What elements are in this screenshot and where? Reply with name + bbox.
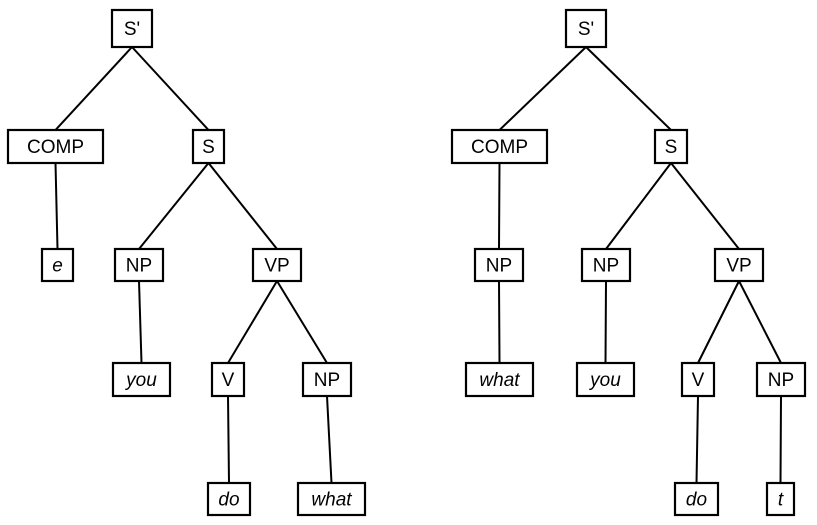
- node-label: VP: [726, 256, 751, 277]
- node-box: [765, 481, 796, 517]
- tree-edge: [227, 395, 230, 484]
- tree-node[interactable]: NP: [755, 361, 807, 398]
- node-box: [564, 8, 608, 49]
- node-label: you: [124, 370, 157, 391]
- node-label: NP: [314, 370, 340, 391]
- node-box: [673, 481, 720, 517]
- node-label: what: [479, 370, 520, 391]
- tree-node[interactable]: S: [653, 128, 689, 165]
- node-label: S: [202, 137, 215, 158]
- node-box: [296, 481, 367, 517]
- tree-edge: [498, 280, 501, 364]
- node-label: VP: [264, 256, 289, 277]
- tree-node[interactable]: COMP: [450, 128, 549, 165]
- tree-node[interactable]: NP: [473, 247, 525, 283]
- tree-node[interactable]: t: [765, 481, 796, 517]
- node-label: you: [588, 370, 621, 391]
- tree-node[interactable]: S: [191, 128, 226, 165]
- node-label: S': [578, 19, 594, 40]
- edge-group: [54, 46, 333, 484]
- tree-edge: [276, 280, 328, 364]
- node-label: NP: [126, 256, 152, 277]
- tree-node[interactable]: S': [110, 8, 154, 49]
- tree-edge: [695, 395, 699, 484]
- node-box: [464, 361, 535, 398]
- tree-node[interactable]: you: [575, 361, 636, 398]
- tree-edge: [585, 46, 672, 131]
- tree-edge: [326, 395, 333, 484]
- node-box: [301, 361, 353, 398]
- tree-edge: [227, 280, 278, 364]
- node-box: [40, 247, 75, 283]
- tree-edge: [697, 280, 740, 364]
- tree-edge: [207, 162, 278, 250]
- tree-node[interactable]: VP: [251, 247, 303, 283]
- tree-edge: [738, 280, 782, 364]
- node-label: NP: [768, 370, 794, 391]
- node-box: [680, 361, 716, 398]
- node-label: NP: [593, 256, 619, 277]
- tree-edge: [498, 162, 501, 250]
- tree-edge: [779, 395, 782, 484]
- tree-edge: [605, 162, 672, 250]
- tree-edge: [138, 280, 143, 364]
- surface-structure-tree: S' COMP S NP NP VP what you V NP do t: [450, 8, 807, 517]
- tree-edge: [138, 162, 210, 250]
- tree-node[interactable]: what: [296, 481, 367, 517]
- tree-edge: [604, 280, 607, 364]
- node-label: V: [692, 370, 705, 391]
- tree-node[interactable]: V: [210, 361, 246, 398]
- node-label: what: [311, 490, 352, 511]
- node-box: [473, 247, 525, 283]
- tree-node[interactable]: NP: [301, 361, 353, 398]
- node-box: [110, 8, 154, 49]
- tree-node[interactable]: S': [564, 8, 608, 49]
- tree-node[interactable]: COMP: [6, 128, 105, 165]
- tree-node[interactable]: V: [680, 361, 716, 398]
- node-box: [6, 128, 105, 165]
- node-box: [575, 361, 636, 398]
- node-label: V: [222, 370, 235, 391]
- tree-edge: [670, 162, 740, 250]
- node-box: [755, 361, 807, 398]
- node-box: [113, 247, 165, 283]
- node-box: [111, 361, 172, 398]
- node-label: COMP: [27, 137, 84, 158]
- node-label: do: [686, 490, 707, 511]
- tree-node[interactable]: NP: [580, 247, 632, 283]
- node-label: t: [778, 490, 784, 511]
- node-label: COMP: [471, 137, 528, 158]
- tree-edge: [54, 162, 59, 250]
- tree-node[interactable]: what: [464, 361, 535, 398]
- tree-node[interactable]: VP: [713, 247, 765, 283]
- node-box: [251, 247, 303, 283]
- node-box: [450, 128, 549, 165]
- tree-edge: [498, 46, 587, 131]
- node-label: S': [124, 19, 140, 40]
- node-box: [210, 361, 246, 398]
- node-label: S: [665, 137, 678, 158]
- tree-node[interactable]: do: [206, 481, 252, 517]
- node-box: [580, 247, 632, 283]
- tree-node[interactable]: NP: [113, 247, 165, 283]
- node-label: do: [218, 490, 239, 511]
- node-label: NP: [486, 256, 512, 277]
- node-box: [713, 247, 765, 283]
- edge-group: [498, 46, 782, 484]
- node-box: [191, 128, 226, 165]
- tree-edge: [54, 46, 133, 131]
- node-box: [653, 128, 689, 165]
- node-box: [206, 481, 252, 517]
- tree-node[interactable]: e: [40, 247, 75, 283]
- tree-edge: [131, 46, 210, 131]
- tree-node[interactable]: you: [111, 361, 172, 398]
- tree-node[interactable]: do: [673, 481, 720, 517]
- node-label: e: [52, 256, 63, 277]
